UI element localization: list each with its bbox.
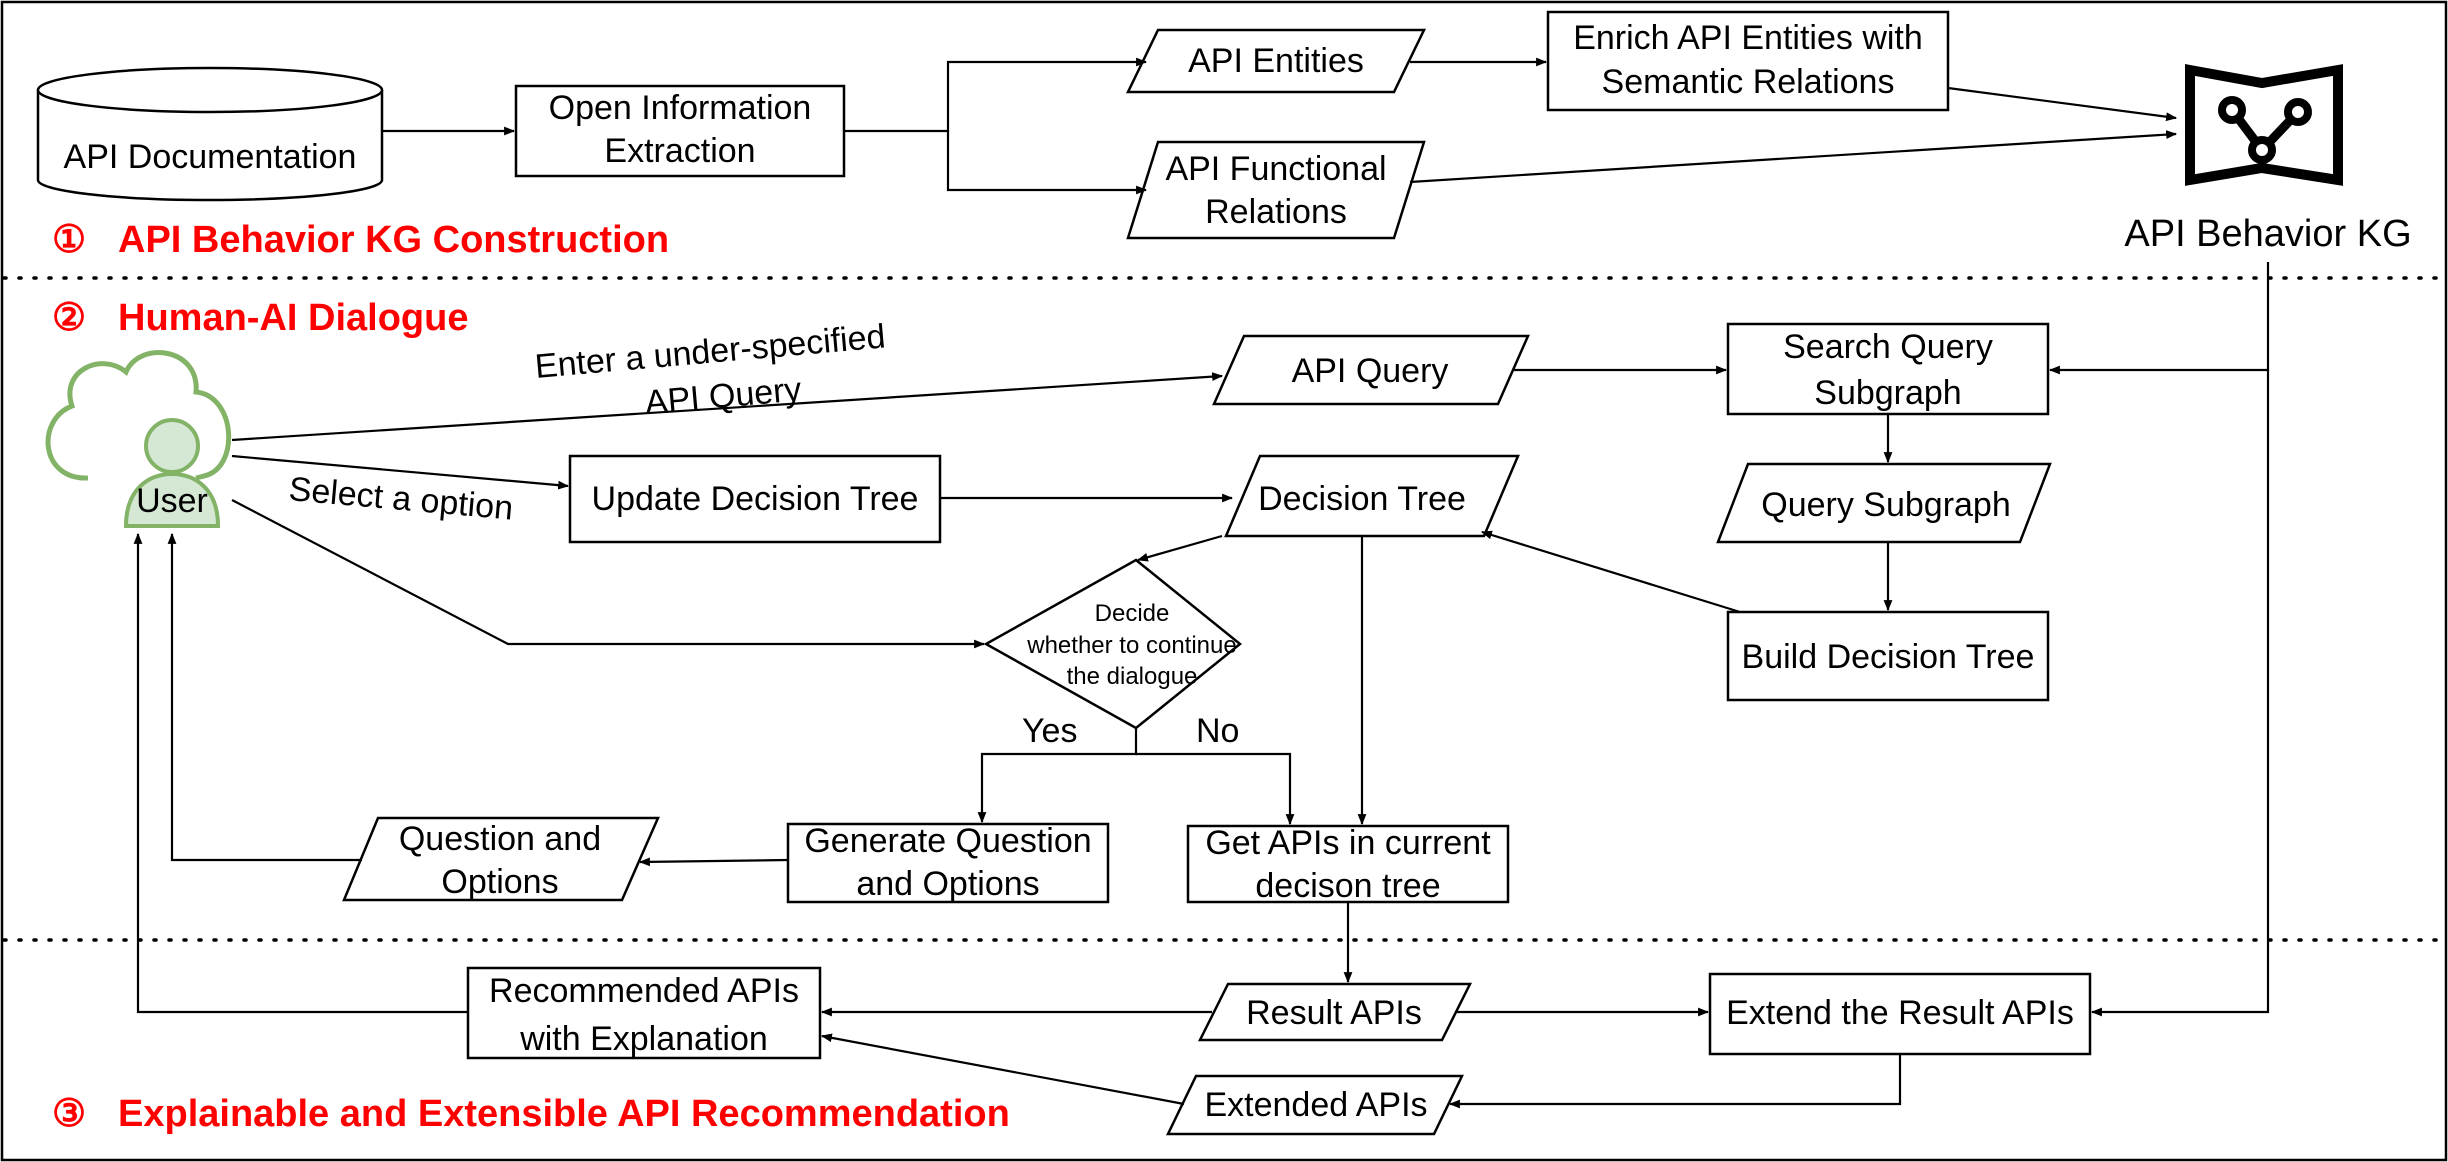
api-entities-node: API Entities [1126, 28, 1426, 94]
question-options-node: Question and Options [342, 816, 660, 902]
cloud-user-icon [45, 350, 232, 528]
decide-label-line1: Decide [1095, 600, 1170, 627]
section-3-number: ③ [52, 1093, 86, 1135]
extended-apis-node: Extended APIs [1166, 1074, 1464, 1136]
decide-continue-diamond: Decide whether to continue the dialogue [983, 558, 1242, 730]
knowledge-graph-map-icon [2185, 64, 2343, 186]
query-subgraph-node: Query Subgraph [1716, 462, 2052, 544]
edge-label-no: No [1196, 712, 1239, 750]
enrich-label-line2: Semantic Relations [1602, 63, 1895, 101]
generate-question-line2: and Options [856, 865, 1039, 903]
edge-openie-to-relations [946, 131, 1148, 195]
edge-label-yes: Yes [1022, 712, 1077, 750]
api-behavior-kg-label: API Behavior KG [2124, 213, 2411, 255]
update-decision-tree-node: Update Decision Tree [568, 454, 942, 544]
edge-label-enter-query-line1: Enter a under-specified [533, 317, 887, 385]
edge-decisiontree-to-decide [1136, 534, 1223, 562]
decision-tree-node: Decision Tree [1224, 454, 1520, 538]
generate-question-line1: Generate Question [804, 822, 1091, 860]
edge-user-to-apiquery [231, 372, 1224, 442]
edge-openie-to-entities [844, 57, 1148, 133]
api-functional-relations-line1: API Functional [1165, 150, 1386, 188]
section-1-title: API Behavior KG Construction [118, 219, 669, 261]
edge-generate-to-question [638, 857, 789, 867]
edge-build-to-decisiontree [1480, 530, 1741, 614]
build-decision-tree-label: Build Decision Tree [1742, 638, 2035, 676]
query-subgraph-label: Query Subgraph [1761, 486, 2011, 524]
edge-enrich-to-kg [1947, 86, 2178, 122]
extended-apis-label: Extended APIs [1204, 1086, 1427, 1124]
decide-label-line2: whether to continue [1026, 632, 1236, 659]
edge-user-to-decide [231, 499, 986, 649]
decision-tree-label: Decision Tree [1258, 480, 1466, 518]
api-documentation-node: API Documentation [36, 66, 384, 202]
search-query-subgraph-line1: Search Query [1783, 328, 1993, 366]
edge-recommended-to-user [133, 532, 468, 1014]
section-2-number: ② [52, 297, 86, 339]
recommended-apis-node: Recommended APIs with Explanation [466, 966, 822, 1060]
api-entities-label: API Entities [1188, 42, 1364, 80]
open-ie-label-line2: Extraction [604, 132, 755, 170]
generate-question-node: Generate Question and Options [786, 822, 1110, 904]
edge-kg-to-extend [2090, 370, 2270, 1017]
update-decision-tree-label: Update Decision Tree [592, 480, 919, 518]
edge-decide-yes [977, 728, 1138, 824]
result-apis-label: Result APIs [1246, 994, 1422, 1032]
user-label: User [136, 482, 208, 520]
search-query-subgraph-node: Search Query Subgraph [1726, 322, 2050, 416]
get-apis-line2: decison tree [1255, 867, 1440, 905]
open-information-extraction-node: Open Information Extraction [514, 84, 846, 178]
extend-result-apis-node: Extend the Result APIs [1708, 972, 2092, 1056]
build-decision-tree-node: Build Decision Tree [1726, 610, 2050, 702]
recommended-apis-line2: with Explanation [519, 1020, 768, 1058]
edge-label-enter-query-line2: API Query [643, 370, 803, 422]
question-options-line1: Question and [399, 820, 601, 858]
extend-result-apis-label: Extend the Result APIs [1726, 994, 2074, 1032]
question-options-line2: Options [441, 863, 558, 901]
decide-label-line3: the dialogue [1067, 663, 1198, 690]
edge-extended-to-recommended [820, 1033, 1185, 1106]
api-query-label: API Query [1292, 352, 1449, 390]
section-3-title: Explainable and Extensible API Recommend… [118, 1093, 1010, 1135]
api-functional-relations-line2: Relations [1205, 193, 1347, 231]
result-apis-node: Result APIs [1197, 982, 1473, 1042]
api-query-node: API Query [1212, 334, 1530, 406]
edge-decide-no [1136, 752, 1295, 826]
api-functional-relations-node: API Functional Relations [1126, 140, 1426, 240]
edge-question-to-user [167, 532, 362, 862]
get-apis-node: Get APIs in current decison tree [1186, 824, 1510, 905]
api-documentation-label: API Documentation [64, 138, 357, 176]
enrich-label-line1: Enrich API Entities with [1573, 19, 1923, 57]
section-1-number: ① [52, 219, 86, 261]
edge-extend-to-extended [1448, 1054, 1902, 1109]
open-ie-label-line1: Open Information [549, 89, 812, 127]
section-2-title: Human-AI Dialogue [118, 297, 468, 339]
enrich-api-entities-node: Enrich API Entities with Semantic Relati… [1546, 10, 1950, 112]
recommended-apis-line1: Recommended APIs [489, 972, 799, 1010]
edge-user-to-update [231, 454, 570, 490]
search-query-subgraph-line2: Subgraph [1814, 374, 1961, 412]
edge-relations-to-kg [1409, 130, 2178, 184]
get-apis-line1: Get APIs in current [1205, 824, 1491, 862]
edge-kg-to-search [2048, 262, 2270, 375]
